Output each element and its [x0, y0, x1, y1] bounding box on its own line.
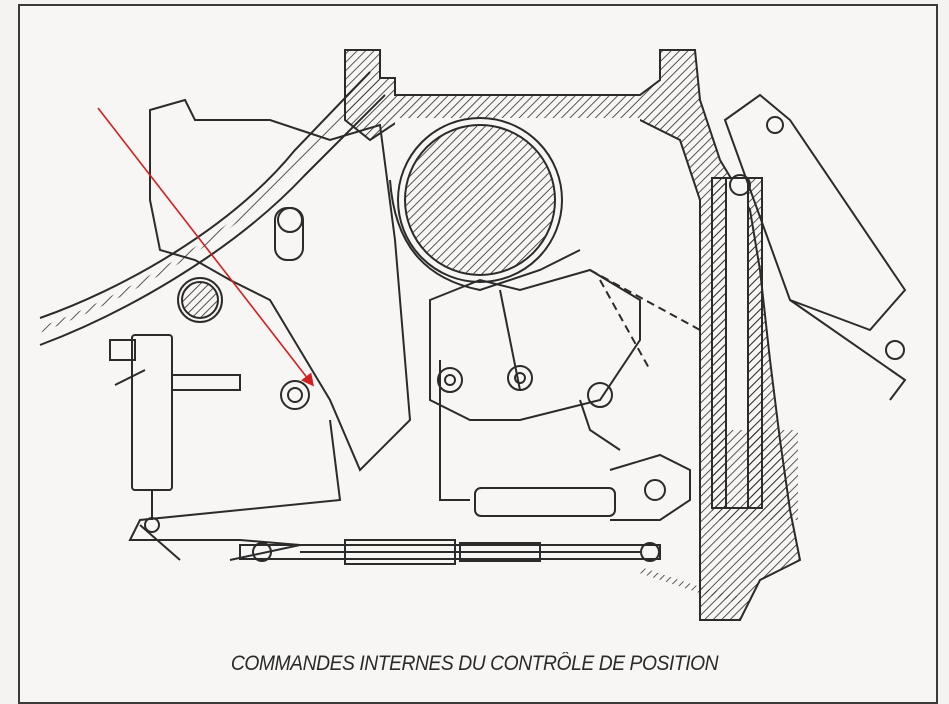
pivot-pin: [507, 365, 533, 391]
housing-inner: [395, 118, 640, 128]
drum-large: [404, 124, 556, 276]
hydraulic-cylinder-small: [474, 487, 616, 517]
pivot-pin: [437, 367, 463, 393]
figure-caption: COMMANDES INTERNES DU CONTRÔLE DE POSITI…: [230, 652, 719, 675]
housing-casting: [344, 49, 802, 621]
lever-plate-center: [429, 268, 641, 421]
annotation-arrow: [97, 107, 314, 387]
lever-arm-left: [149, 98, 412, 472]
shaft-small: [181, 281, 219, 319]
link-diagonal: [39, 78, 382, 333]
hydraulic-cylinder-left: [131, 334, 173, 491]
pivot-pin: [280, 380, 310, 410]
